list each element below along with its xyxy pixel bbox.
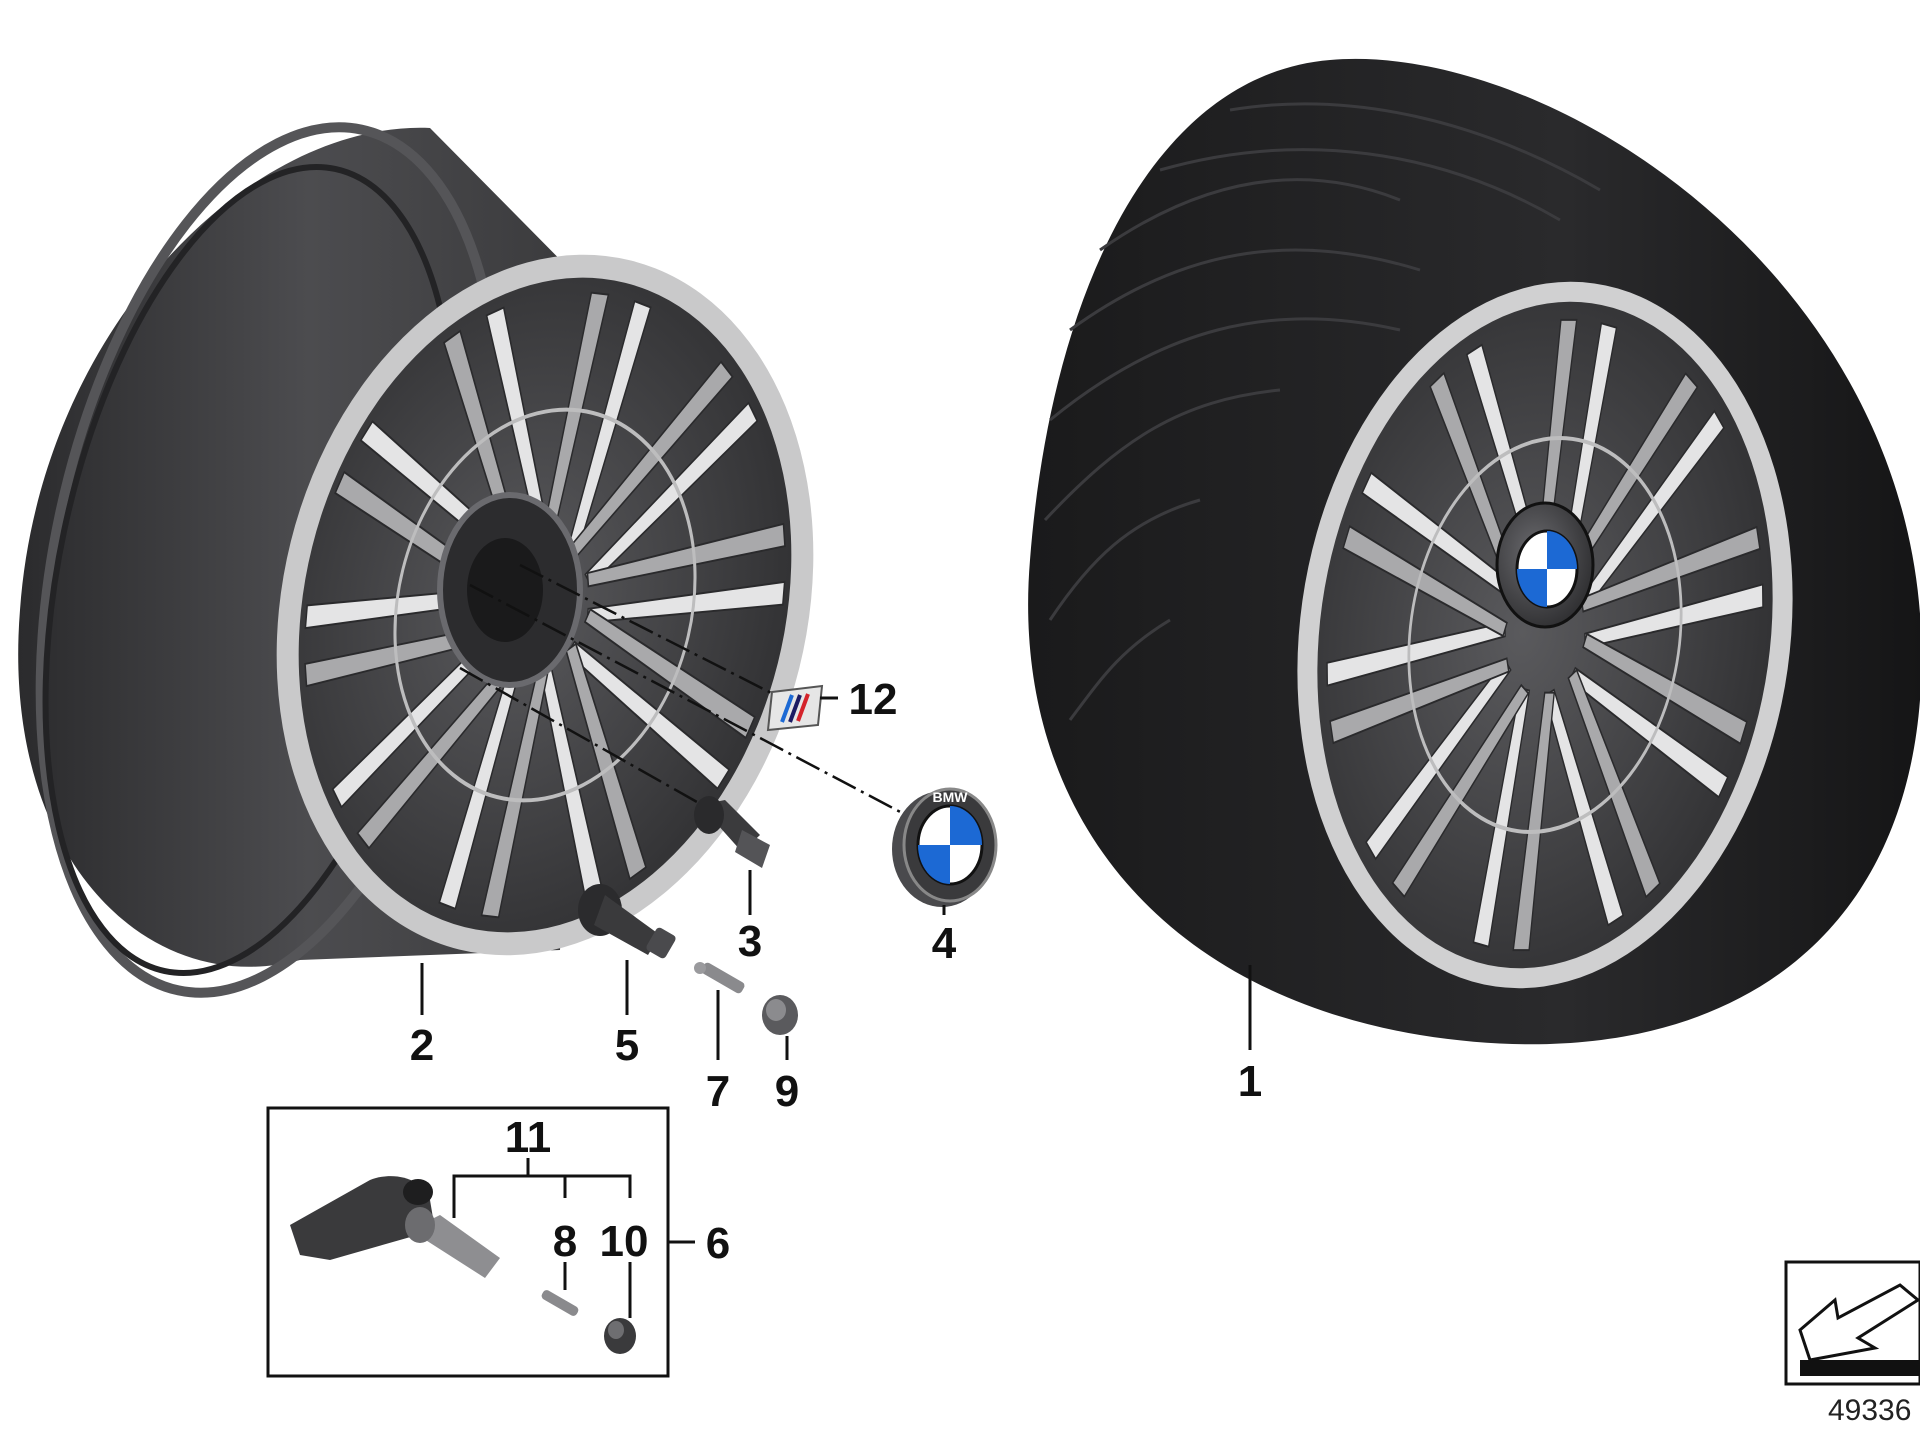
- tpms-valve-cap: [604, 1318, 636, 1354]
- spoke: [1329, 657, 1510, 745]
- vehicle-side-arrow-icon: [1798, 1283, 1920, 1362]
- wheel-bolt: [694, 796, 770, 868]
- callout-1: 1: [1238, 1057, 1262, 1106]
- tpms-kit-box: [266, 1106, 670, 1378]
- callout-10: 10: [600, 1217, 649, 1266]
- spoke: [1567, 668, 1661, 899]
- callout-4: 4: [932, 919, 957, 968]
- document-id: 49336: [1828, 1394, 1911, 1427]
- spoke: [1512, 691, 1556, 952]
- spoke: [1580, 525, 1761, 613]
- tire-tread: [1043, 102, 1601, 721]
- callout-3: 3: [738, 917, 762, 966]
- valve-core: [694, 962, 745, 994]
- valve-cap: [762, 995, 798, 1035]
- tpms-sensor-housing: [290, 1176, 435, 1260]
- leader-lines: [420, 696, 1252, 1318]
- hub-cap: BMW: [892, 787, 998, 907]
- mounted-hub-cap: [1495, 501, 1595, 629]
- tpms-valve-core: [541, 1290, 579, 1316]
- hub-cap-logo-text: BMW: [933, 789, 969, 805]
- callout-labels: 1 2 3 4 5 6 7 8 9 10 11 12: [410, 675, 1262, 1268]
- callout-5: 5: [615, 1021, 639, 1070]
- document-symbol: 49336: [1784, 1260, 1920, 1427]
- spoke: [586, 522, 786, 588]
- callout-11: 11: [505, 1113, 552, 1162]
- spoke: [583, 608, 756, 740]
- spoke: [565, 642, 647, 881]
- spoke-lattice-ring: [393, 407, 697, 803]
- complete-wheel-drawing: [1028, 58, 1920, 1045]
- callout-12: 12: [849, 675, 898, 724]
- callout-7: 7: [706, 1067, 730, 1116]
- callout-2: 2: [410, 1021, 434, 1070]
- explode-lines: [459, 563, 926, 827]
- callout-6: 6: [706, 1219, 730, 1268]
- tire-valve: [578, 884, 676, 959]
- spoke: [1582, 632, 1748, 745]
- spoke-lattice-ring: [1407, 436, 1683, 834]
- spoke: [1342, 525, 1508, 638]
- rim-drawing: [18, 122, 814, 998]
- callout-8: 8: [553, 1217, 577, 1266]
- spoke: [1391, 683, 1530, 898]
- callout-9: 9: [775, 1067, 799, 1116]
- m-emblem-badge: [766, 684, 824, 732]
